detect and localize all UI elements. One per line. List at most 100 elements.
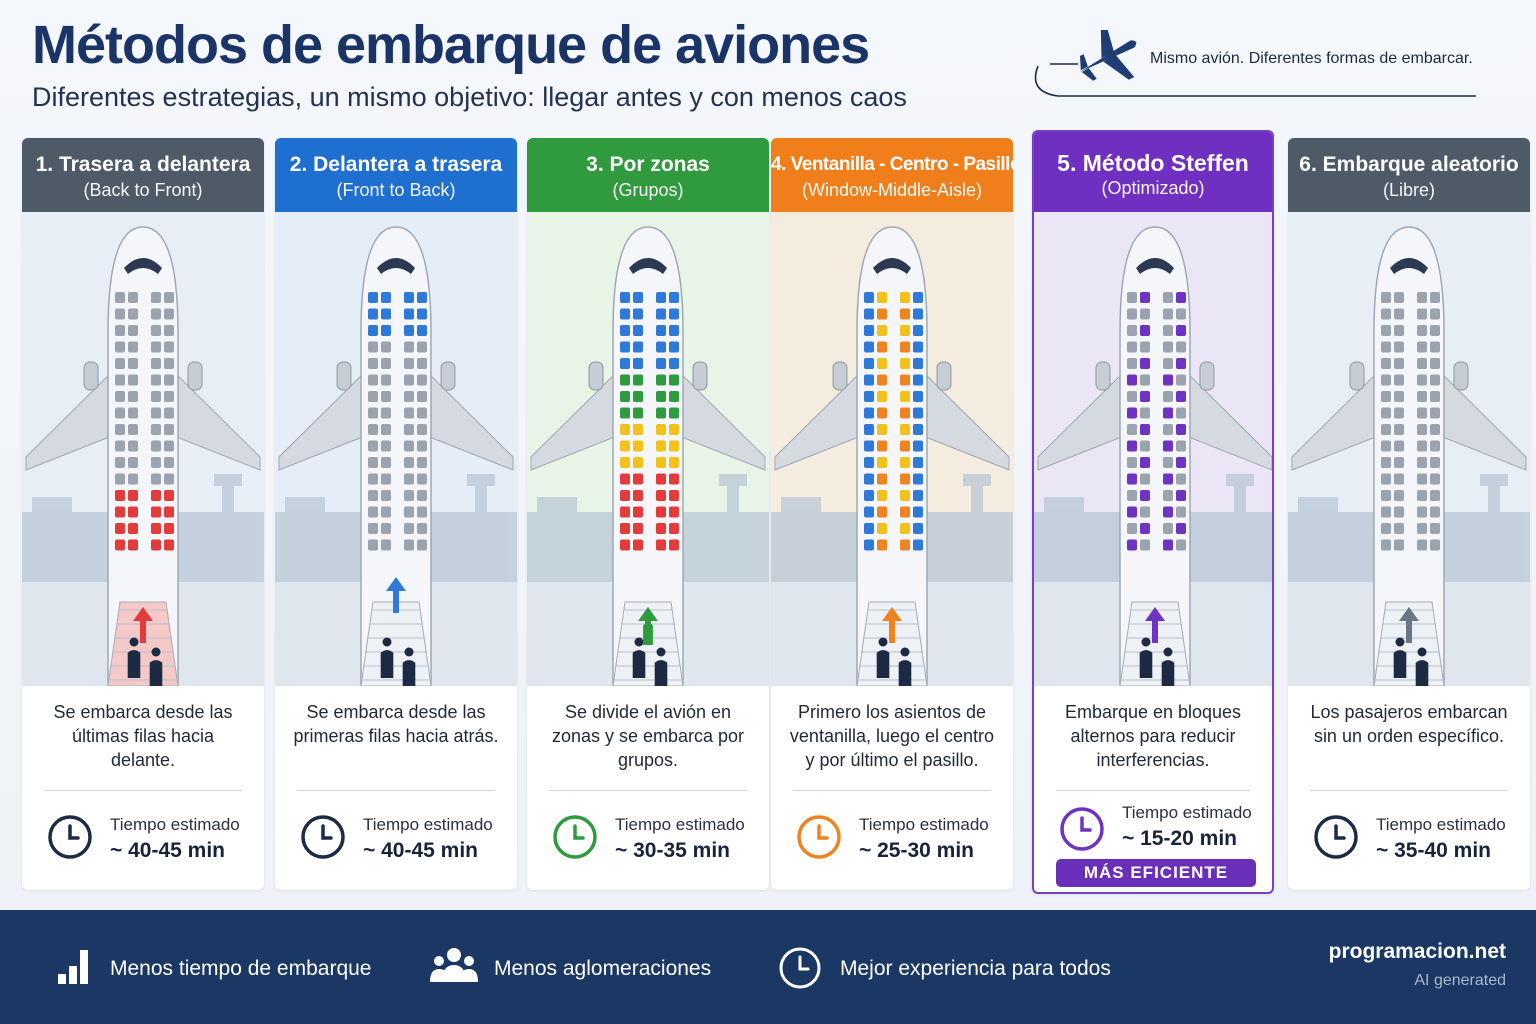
seat <box>1394 457 1404 468</box>
seat <box>381 391 391 402</box>
divider <box>1310 790 1508 791</box>
seat <box>620 506 630 518</box>
method-description: Los pasajeros embarcan sin un orden espe… <box>1310 702 1508 746</box>
plane-drawing <box>1034 212 1272 686</box>
seat <box>656 523 666 534</box>
seat <box>1417 308 1427 320</box>
bar-chart-icon <box>58 950 88 984</box>
seat <box>417 506 427 518</box>
time-estimate: Tiempo estimado ~ 15-20 min MÁS EFICIENT… <box>1034 791 1272 892</box>
seat <box>417 391 427 402</box>
time-label: Tiempo estimado <box>363 815 493 834</box>
seat <box>900 457 910 468</box>
seat <box>864 490 874 501</box>
seat <box>1430 424 1440 435</box>
time-value: ~ 35-40 min <box>1376 839 1491 862</box>
seat <box>620 440 630 452</box>
seat <box>417 473 427 485</box>
seat <box>669 473 679 485</box>
seat <box>913 424 923 435</box>
seat <box>1394 358 1404 369</box>
seat <box>1394 523 1404 534</box>
seat <box>864 424 874 435</box>
seat <box>1381 424 1391 435</box>
seat <box>1176 424 1186 435</box>
seat <box>656 358 666 369</box>
method-name: 5. Método Steffen <box>1057 150 1249 176</box>
time-label: Tiempo estimado <box>1376 815 1506 834</box>
seat <box>1381 358 1391 369</box>
seat <box>1176 391 1186 402</box>
seat <box>1140 440 1150 452</box>
seat <box>864 374 874 386</box>
seat <box>913 523 923 534</box>
seat <box>877 325 887 336</box>
seat <box>913 292 923 303</box>
time-estimate: Tiempo estimado ~ 40-45 min <box>275 791 517 881</box>
clock-icon <box>1314 815 1358 859</box>
seat <box>633 325 643 336</box>
seat <box>1140 407 1150 419</box>
seat <box>151 440 161 452</box>
seat <box>115 523 125 534</box>
seat <box>900 506 910 518</box>
seat <box>669 391 679 402</box>
seat <box>1176 457 1186 468</box>
seat <box>656 490 666 501</box>
method-subname: (Grupos) <box>612 180 684 200</box>
seat <box>381 374 391 386</box>
method-header: 4. Ventanilla - Centro - Pasillo (Window… <box>771 138 1013 212</box>
time-label: Tiempo estimado <box>615 815 745 834</box>
seat <box>151 374 161 386</box>
seat <box>620 325 630 336</box>
seat <box>151 407 161 419</box>
seat <box>404 325 414 336</box>
divider <box>1056 790 1250 791</box>
seat <box>164 358 174 369</box>
seat <box>164 374 174 386</box>
seat <box>1140 374 1150 386</box>
seat <box>1417 457 1427 468</box>
seat <box>1394 308 1404 320</box>
seat <box>633 539 643 551</box>
seat <box>1163 292 1173 303</box>
seat <box>1381 473 1391 485</box>
method-description: Se embarca desde las últimas filas hacia… <box>53 702 233 770</box>
seat <box>1127 473 1137 485</box>
seat <box>128 523 138 534</box>
seat <box>128 325 138 336</box>
seat <box>1430 374 1440 386</box>
seat <box>417 341 427 353</box>
seat <box>164 341 174 353</box>
seat <box>1127 440 1137 452</box>
seat <box>1176 490 1186 501</box>
seat <box>1394 391 1404 402</box>
seat <box>864 358 874 369</box>
seat <box>656 407 666 419</box>
seat <box>164 473 174 485</box>
method-name: 2. Delantera a trasera <box>289 153 503 176</box>
seat <box>404 523 414 534</box>
seat <box>417 308 427 320</box>
seat <box>633 506 643 518</box>
time-label: Tiempo estimado <box>1122 803 1252 822</box>
seat <box>900 325 910 336</box>
seat <box>913 506 923 518</box>
seat <box>1163 424 1173 435</box>
method-description: Se divide el avión en zonas y se embarca… <box>551 702 745 770</box>
seat <box>1417 539 1427 551</box>
footer-label: Mejor experiencia para todos <box>840 957 1111 980</box>
seat <box>128 358 138 369</box>
seat <box>900 374 910 386</box>
seat <box>1394 490 1404 501</box>
seat <box>1381 391 1391 402</box>
brand-name: programacion.net <box>1328 940 1506 963</box>
seat <box>115 424 125 435</box>
method-subname: (Window-Middle-Aisle) <box>801 180 983 200</box>
method-card-random: 6. Embarque aleatorio (Libre) Los pasaje… <box>1288 138 1530 890</box>
seat <box>368 325 378 336</box>
seat <box>1140 523 1150 534</box>
tagline: Mismo avión. Diferentes formas de embarc… <box>1028 30 1488 98</box>
seat <box>913 391 923 402</box>
seat <box>877 407 887 419</box>
